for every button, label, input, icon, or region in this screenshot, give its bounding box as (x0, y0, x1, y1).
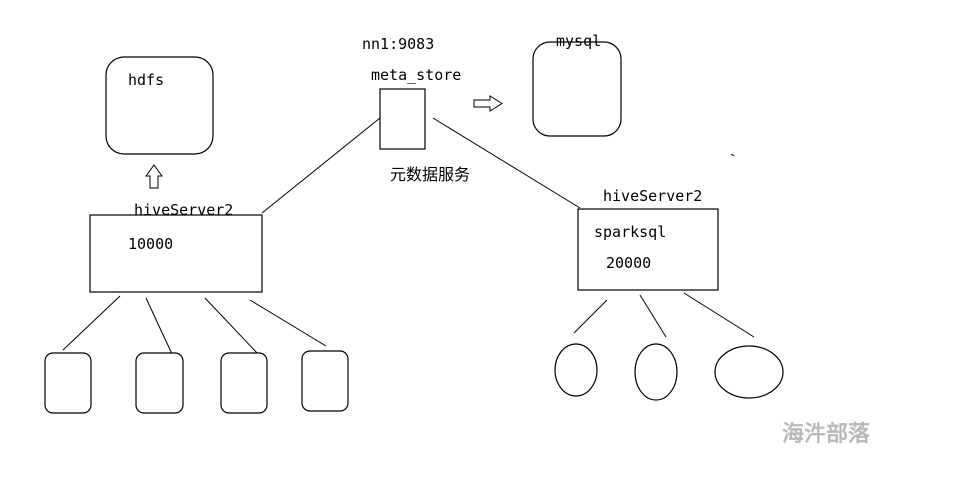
right-arrow-icon (473, 95, 503, 112)
metastore-label: meta_store (371, 66, 461, 84)
edge-hive-child-3 (204, 297, 259, 355)
metadata-service-label: 元数据服务 (390, 165, 470, 184)
edge-metastore-hive (261, 117, 381, 214)
edge-hive-child-1 (62, 295, 121, 351)
sparksql-node (577, 208, 719, 291)
hive-worker-node (44, 352, 92, 414)
edge-metastore-spark (432, 117, 581, 209)
edge-spark-child-1 (573, 299, 608, 334)
namenode-label: nn1:9083 (362, 35, 434, 53)
edge-hive-child-4 (249, 299, 327, 347)
edge-spark-child-2 (639, 294, 667, 338)
hive-worker-node (220, 352, 268, 414)
hive-server-left-node (89, 214, 263, 293)
mysql-node (532, 41, 622, 137)
hdfs-label: hdfs (128, 71, 164, 89)
edge-spark-child-3 (683, 292, 755, 338)
spark-executor-node (634, 343, 678, 401)
hive-port-left-label: 10000 (128, 235, 173, 253)
hdfs-node (105, 56, 214, 155)
spark-executor-node (714, 345, 784, 399)
sparksql-label: sparksql (594, 223, 666, 241)
hive-worker-node (301, 350, 349, 412)
edge-hive-child-2 (145, 297, 173, 355)
mysql-label: mysql (556, 32, 601, 50)
stray-mark (730, 153, 735, 157)
spark-executor-node (554, 343, 598, 397)
hive-worker-node (135, 352, 184, 414)
hive-server-right-label: hiveServer2 (603, 187, 702, 205)
up-arrow-icon (145, 164, 163, 189)
metastore-node (379, 88, 426, 150)
spark-port-label: 20000 (606, 254, 651, 272)
watermark: 海汼部落 (782, 421, 871, 447)
